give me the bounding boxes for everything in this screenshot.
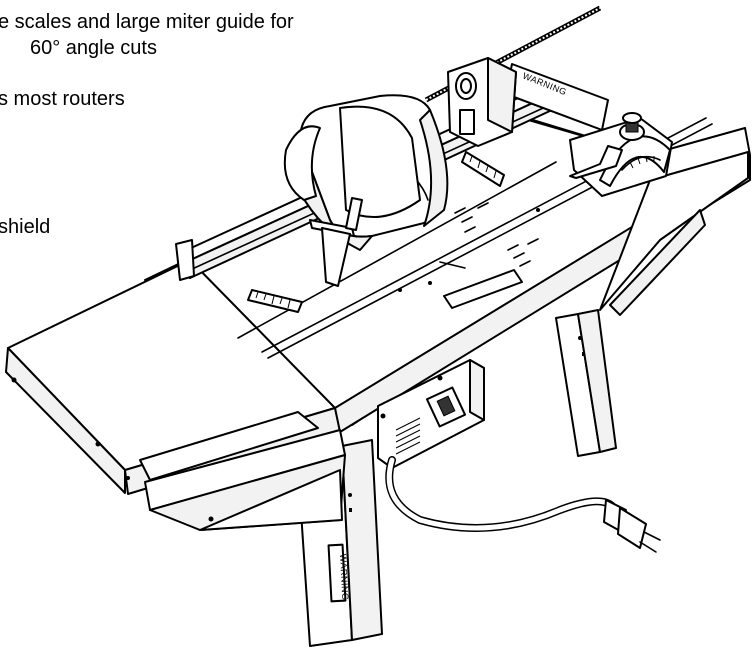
fence-clamp <box>447 57 517 147</box>
power-plug <box>603 499 661 553</box>
featherboard <box>309 197 363 287</box>
caption-line-4: shield <box>0 216 51 238</box>
miter-guide <box>569 112 673 197</box>
scale-left <box>247 289 303 313</box>
power-switch-box <box>377 359 485 469</box>
caption-line-3: s most routers <box>0 88 125 110</box>
bit-guard-shield <box>283 94 449 251</box>
scale-right <box>461 151 505 187</box>
caption-line-2: 60° angle cuts <box>30 37 157 59</box>
caption-line-1: e scales and large miter guide for <box>0 11 294 33</box>
power-cord <box>385 456 616 532</box>
leg-warning-label: WARNING <box>338 554 350 601</box>
insert-plate-marks <box>439 202 539 269</box>
right-rear-leg <box>555 309 617 457</box>
left-front-leg: WARNING <box>296 439 383 647</box>
